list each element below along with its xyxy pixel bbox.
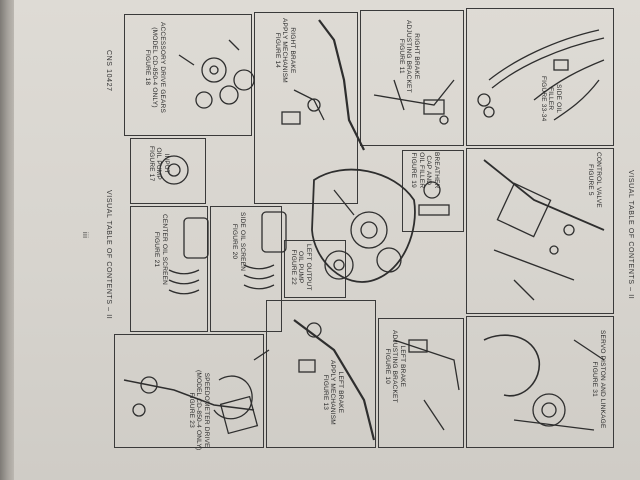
panel-right-brake-mech [254, 12, 358, 204]
panel-left-output-pump [284, 240, 346, 298]
panel-speedometer [114, 334, 264, 448]
page-number: iii [81, 232, 88, 239]
panel-control-valve [466, 148, 614, 314]
panel-breather [402, 150, 464, 232]
label-speedometer: SPEEDOMETER DRIVE(MODEL CD-850-4 ONLY)FI… [188, 370, 210, 451]
panel-accessory-drive [124, 14, 252, 136]
page-header-title: VISUAL TABLE OF CONTENTS – II [627, 170, 634, 300]
panel-side-oil-filler [466, 8, 614, 146]
page-footer-title: VISUAL TABLE OF CONTENTS – II [105, 190, 112, 320]
exploded-view-line-art [123, 19, 605, 441]
label-accessory-drive: ACCESSORY DRIVE GEARS(MODEL CD-850-4 ONL… [144, 22, 166, 114]
panel-servo-piston [466, 316, 614, 448]
panel-left-brake-adjusting [378, 318, 464, 448]
panel-left-brake-mech [266, 300, 376, 448]
panel-center-oil-screen [130, 206, 208, 332]
panel-side-oil-screen [210, 206, 282, 332]
panel-input-oil-pump [130, 138, 206, 204]
panel-right-brake-adjusting [360, 10, 464, 146]
page-footer-code: CNS 10427 [105, 50, 112, 92]
